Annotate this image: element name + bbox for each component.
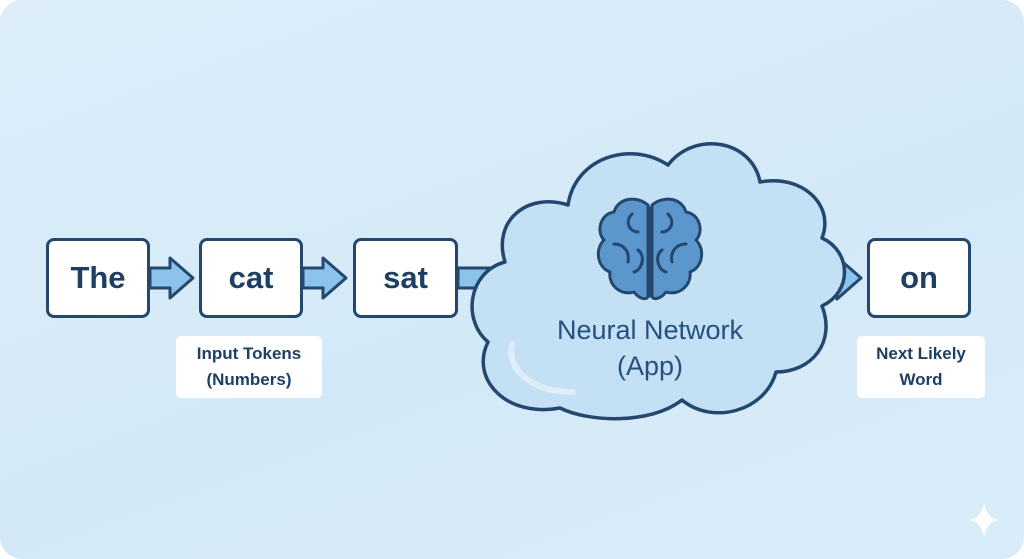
model-label-line-2: (App) bbox=[616, 351, 684, 381]
input-caption-line-2: (Numbers) bbox=[206, 370, 292, 389]
arrow-the-to-cat bbox=[148, 256, 195, 300]
input-token-sat: sat bbox=[353, 238, 458, 318]
neural-network-label: Neural Network (App) bbox=[500, 312, 800, 384]
input-caption-line-1: Input Tokens bbox=[196, 344, 302, 363]
output-caption-line-1: Next Likely bbox=[876, 344, 966, 363]
output-token-on: on bbox=[867, 238, 971, 318]
input-tokens-caption: Input Tokens (Numbers) bbox=[176, 336, 322, 398]
input-token-cat-label: cat bbox=[228, 260, 274, 295]
model-label-line-1: Neural Network bbox=[556, 315, 744, 345]
input-token-sat-label: sat bbox=[383, 260, 428, 295]
input-token-the-label: The bbox=[70, 260, 126, 295]
arrow-cat-to-sat bbox=[301, 256, 348, 300]
brain-icon bbox=[596, 197, 704, 301]
output-token-label: on bbox=[900, 260, 938, 295]
sparkle-icon bbox=[968, 502, 1000, 538]
input-token-the: The bbox=[46, 238, 150, 318]
next-likely-word-caption: Next Likely Word bbox=[857, 336, 985, 398]
output-caption-line-2: Word bbox=[899, 370, 943, 389]
input-token-cat: cat bbox=[199, 238, 303, 318]
